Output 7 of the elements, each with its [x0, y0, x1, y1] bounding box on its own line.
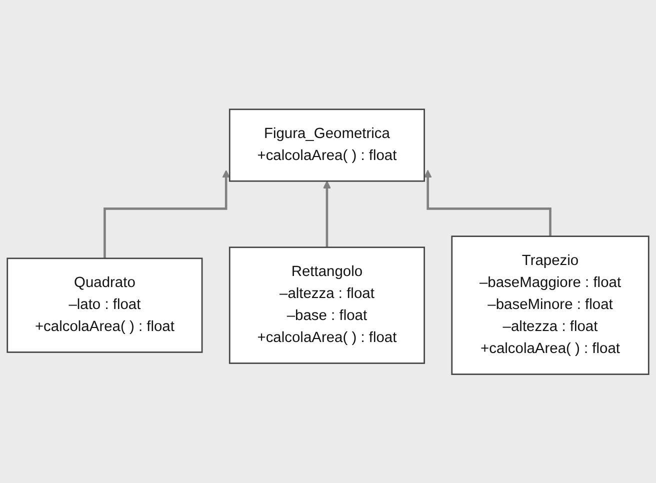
- arrow: [322, 180, 332, 248]
- arrow: [104, 170, 230, 260]
- node-box: Quadrato –lato : float +calcolaArea( ) : float: [6, 257, 203, 353]
- node-box: Trapezio –baseMaggiore : float –baseMinore : float –altezza : float +calcolaArea( ) : float: [451, 235, 650, 375]
- node-box: Rettangolo –altezza : float –base : float +calcolaArea( ) : float: [228, 246, 425, 364]
- arrow: [424, 170, 552, 238]
- node-box: Figura_Geometrica +calcolaArea( ) : float: [228, 108, 425, 182]
